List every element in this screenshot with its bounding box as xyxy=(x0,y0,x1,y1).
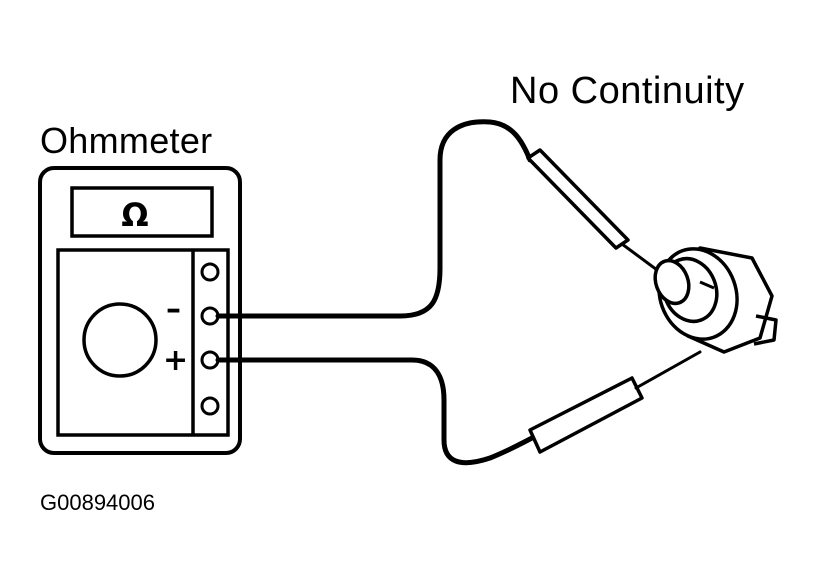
figure-id: G00894006 xyxy=(40,490,155,515)
ohmmeter-display xyxy=(70,186,214,238)
ohmmeter-dial xyxy=(82,302,158,378)
component-connector xyxy=(653,258,691,306)
test-leads xyxy=(215,119,702,466)
component-pin xyxy=(699,280,715,290)
ohm-symbol: Ω xyxy=(121,196,149,234)
terminal-1 xyxy=(200,262,220,282)
probe-upper-body xyxy=(526,148,630,250)
ohmmeter xyxy=(38,166,242,455)
probe-lower-tip xyxy=(634,350,702,390)
component-tail xyxy=(753,314,778,346)
negative-terminal-label: – xyxy=(166,292,181,327)
ohmmeter-case xyxy=(38,166,242,455)
component xyxy=(653,246,778,354)
terminal-4 xyxy=(200,396,220,416)
probe-lower-body xyxy=(528,376,644,454)
ohmmeter-panel xyxy=(56,248,230,437)
positive-terminal-label: + xyxy=(163,343,189,378)
ohmmeter-label: Ohmmeter xyxy=(40,120,213,161)
lead-wire-upper xyxy=(215,119,533,319)
continuity-status-label: No Continuity xyxy=(510,70,745,112)
lead-wire-lower xyxy=(215,357,539,466)
